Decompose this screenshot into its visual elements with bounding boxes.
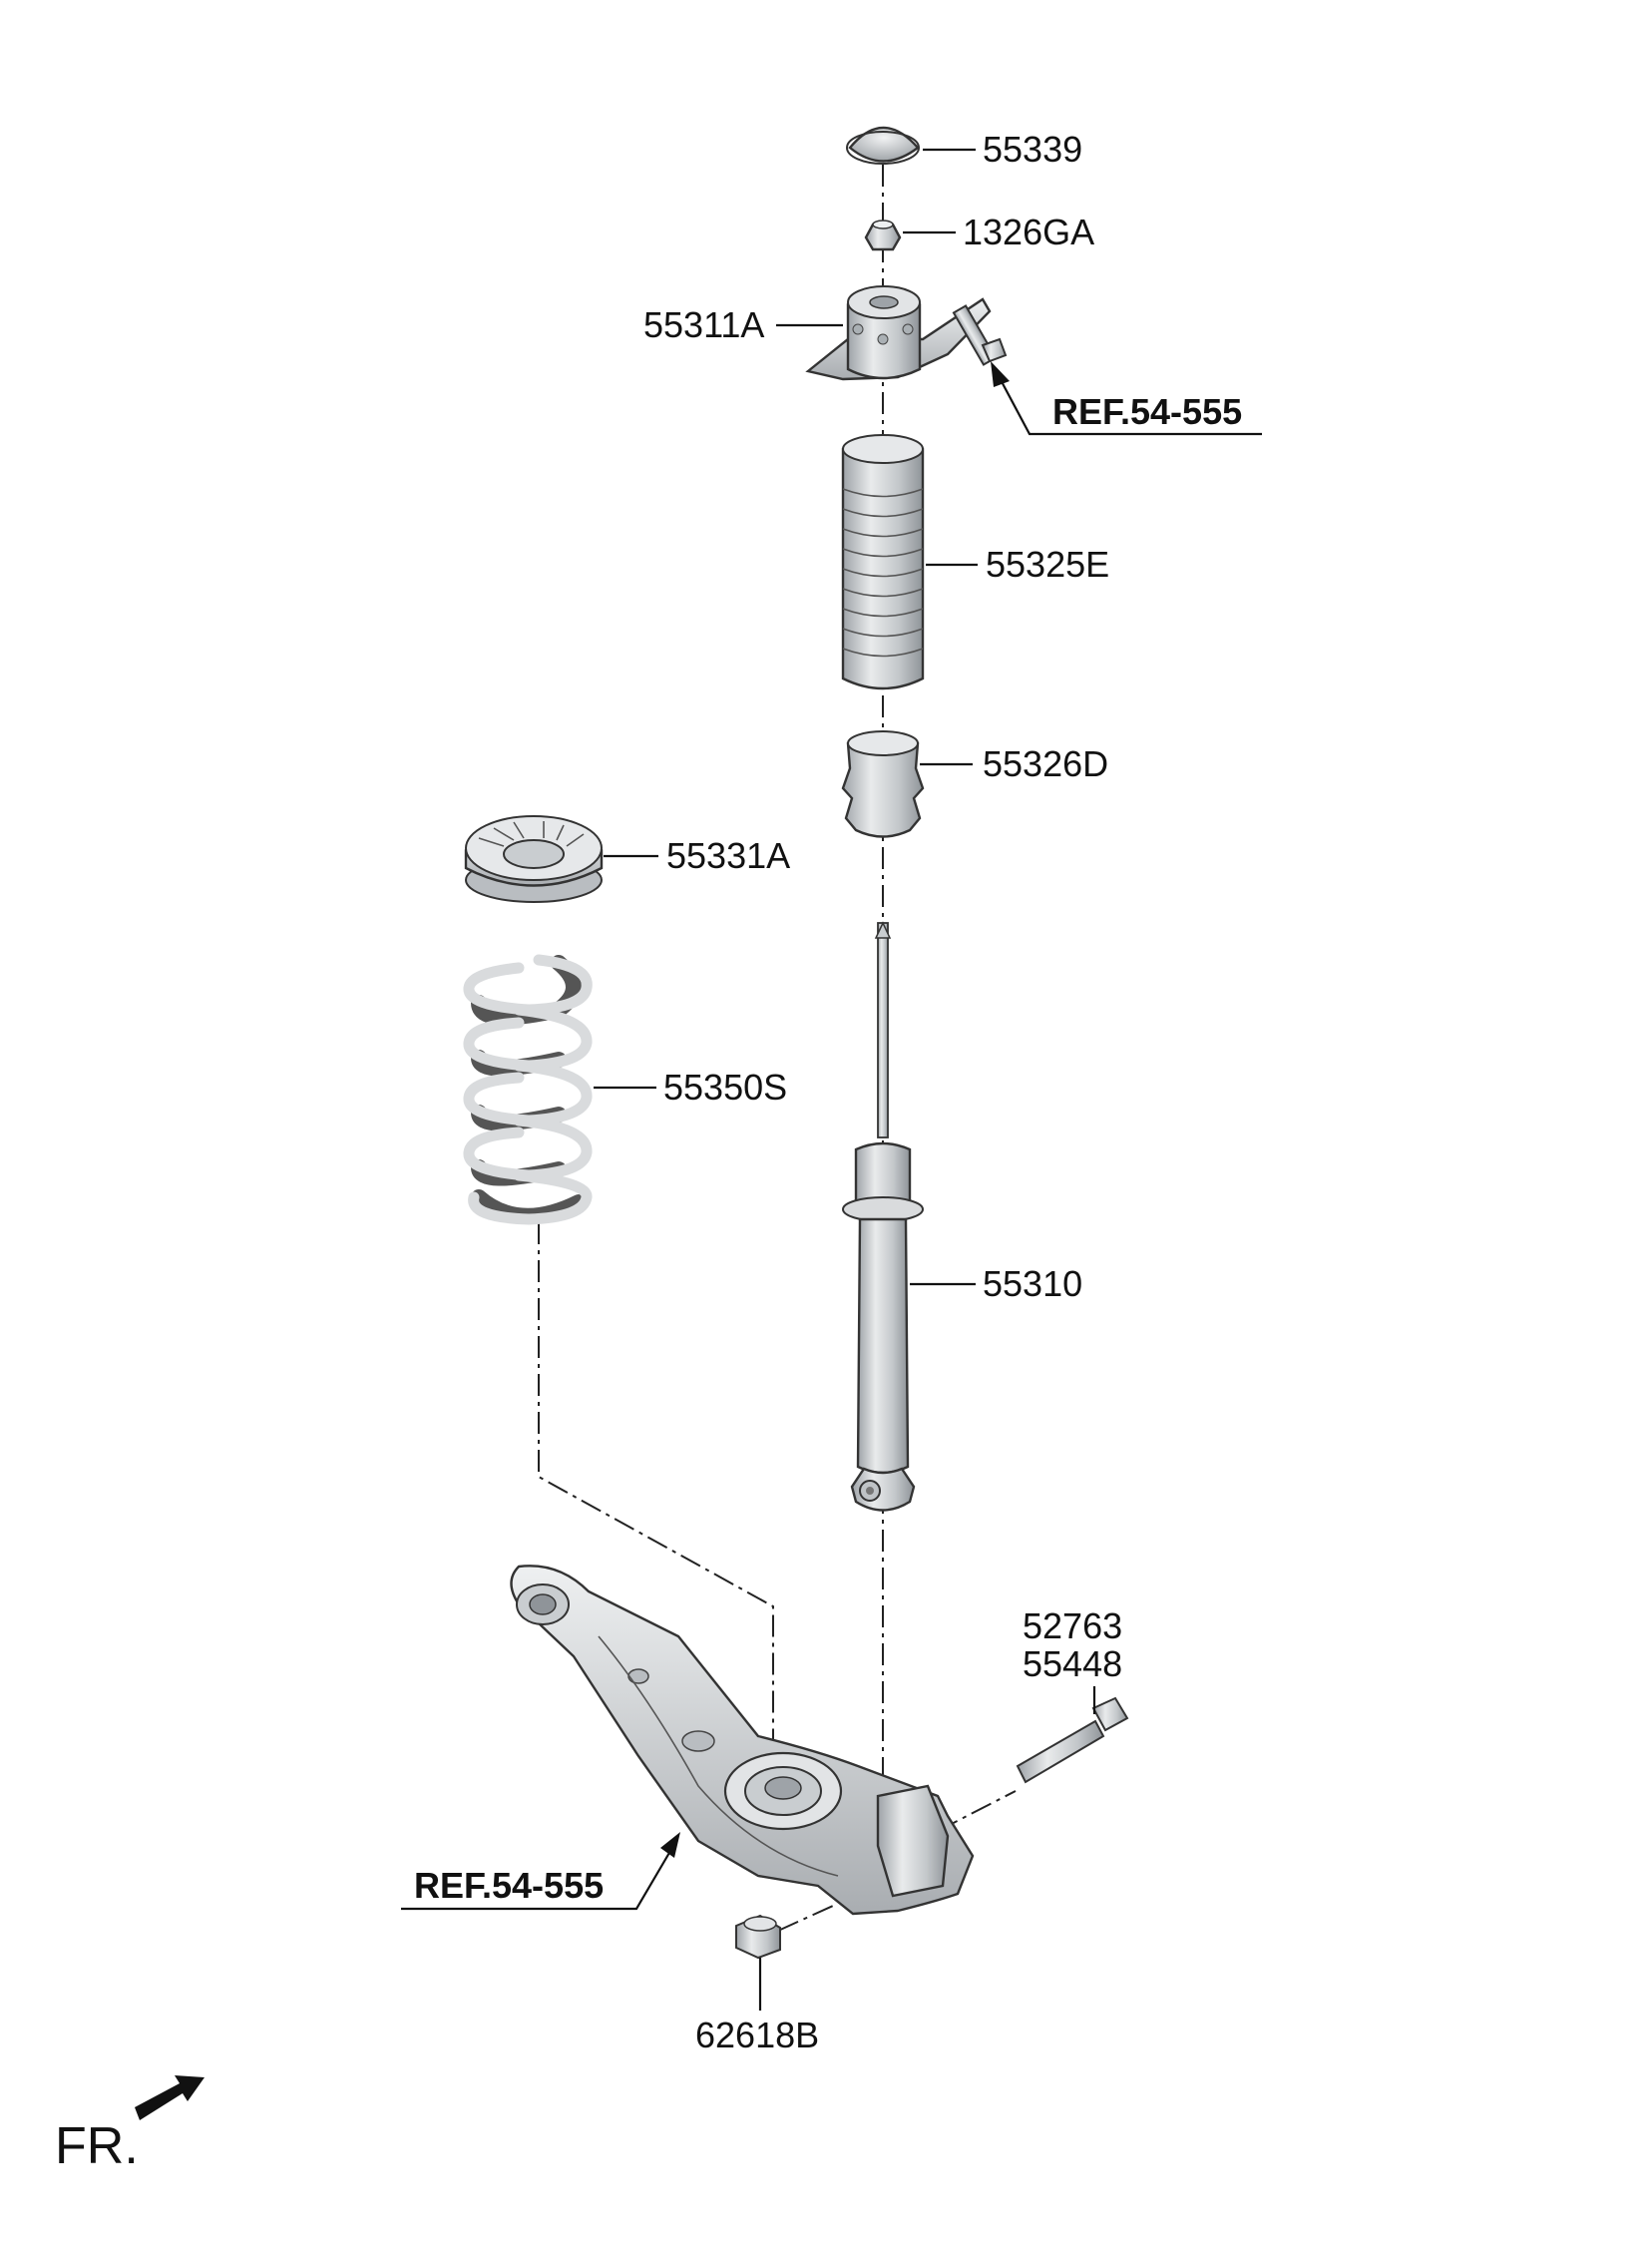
part-55350S-coil-spring xyxy=(463,954,593,1225)
ref-top-arrow xyxy=(991,361,1262,436)
label-55448: 55448 xyxy=(1023,1643,1122,1684)
label-ref-bottom: REF.54-555 xyxy=(414,1865,604,1906)
label-55350S: 55350S xyxy=(663,1067,787,1108)
part-55325E-dust-boot xyxy=(841,434,925,690)
part-55331A-spring-pad xyxy=(464,815,604,903)
label-ref-top: REF.54-555 xyxy=(1052,391,1242,432)
part-55339-dust-cap xyxy=(846,126,920,165)
part-52763-55448-bolt xyxy=(1016,1696,1129,1784)
part-55310-shock-absorber xyxy=(842,921,924,1512)
label-55326D: 55326D xyxy=(983,743,1108,784)
label-55311A: 55311A xyxy=(643,304,764,345)
label-52763: 52763 xyxy=(1023,1605,1122,1646)
label-front-direction: FR. xyxy=(55,2117,139,2175)
ref-bottom-arrow xyxy=(401,1832,680,1911)
part-1326GA-nut xyxy=(864,220,902,251)
part-62618B-nut xyxy=(735,1914,781,1960)
front-direction-arrow-icon xyxy=(135,2075,205,2120)
label-55331A: 55331A xyxy=(666,835,790,876)
part-55311A-upper-mount xyxy=(805,285,992,381)
lower-control-arm xyxy=(510,1565,975,1916)
mount-bolt xyxy=(952,304,1008,366)
label-55310: 55310 xyxy=(983,1263,1082,1304)
part-55326D-bump-stopper xyxy=(841,730,925,838)
label-62618B: 62618B xyxy=(695,2015,819,2055)
label-55339: 55339 xyxy=(983,129,1082,170)
label-55325E: 55325E xyxy=(986,544,1109,585)
label-1326GA: 1326GA xyxy=(963,212,1094,252)
